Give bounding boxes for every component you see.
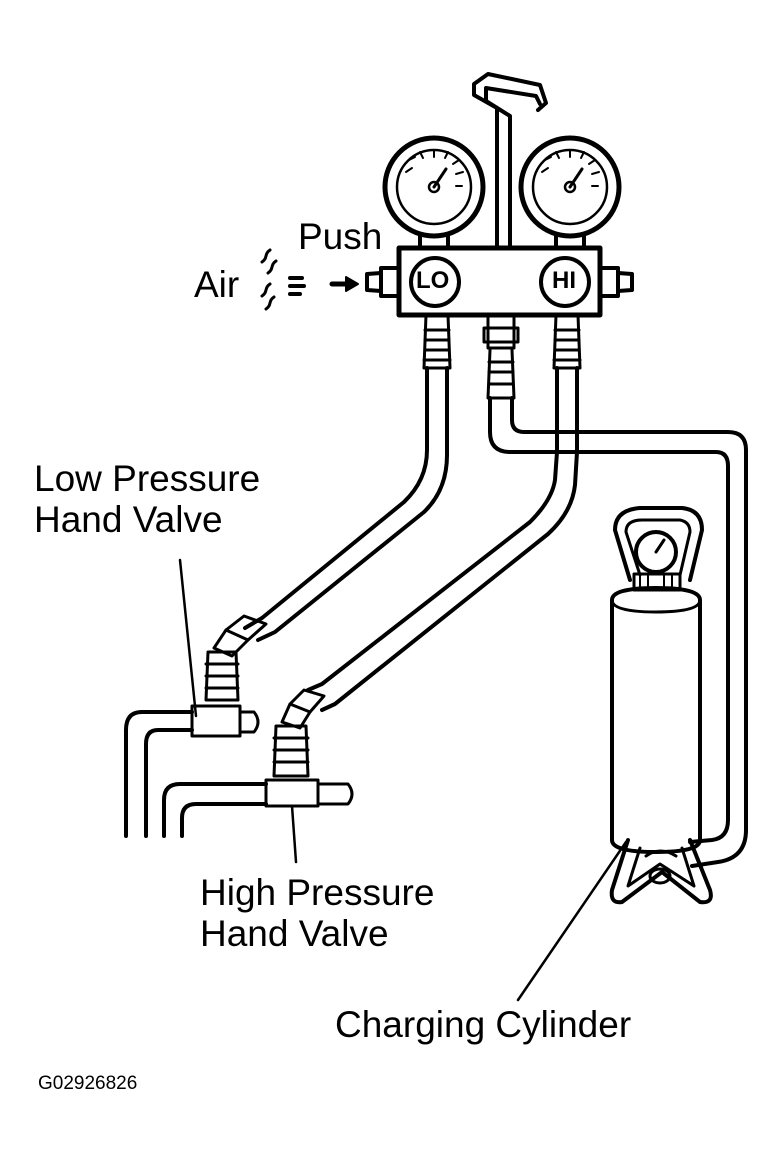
low-pressure-valve-label: Low Pressure Hand Valve (34, 458, 260, 541)
charging-cylinder (609, 506, 713, 905)
high-pressure-valve-label: High Pressure Hand Valve (200, 872, 434, 955)
manifold-hook (472, 72, 548, 248)
high-pressure-valve-label-line2: Hand Valve (200, 913, 389, 955)
air-label: Air (194, 264, 240, 305)
hoses (243, 366, 748, 868)
charging-cylinder-label: Charging Cylinder (335, 1004, 632, 1045)
figure-code: G02926826 (38, 1073, 138, 1094)
high-pressure-valve-label-line1: High Pressure (200, 872, 435, 913)
gauge-hi-label: HI (552, 267, 576, 294)
high-pressure-valve (162, 688, 354, 838)
low-pressure-valve (124, 614, 268, 838)
gauge-lo-label: LO (416, 267, 450, 294)
manifold-fittings (422, 313, 582, 400)
air-flow-arrows (260, 248, 359, 311)
manifold-body (365, 245, 634, 318)
push-label: Push (298, 216, 383, 257)
hi-gauge (518, 135, 622, 250)
low-pressure-valve-label-line2: Hand Valve (34, 499, 223, 541)
low-pressure-valve-label-line1: Low Pressure (34, 458, 261, 499)
lo-gauge (382, 135, 486, 250)
leader-lines (178, 558, 628, 1002)
